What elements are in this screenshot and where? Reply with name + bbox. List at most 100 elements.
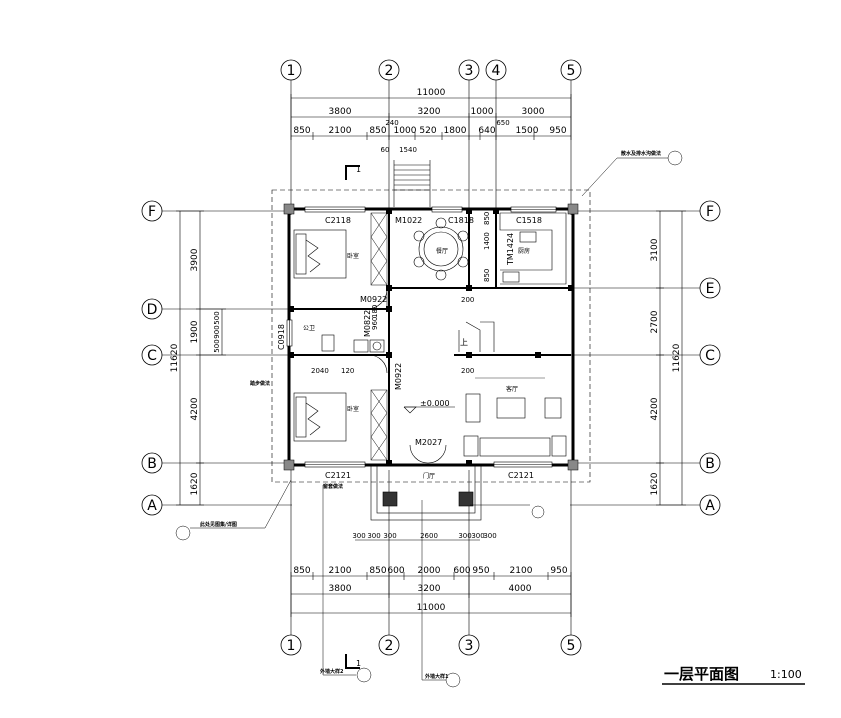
room-dining: 餐厅 [436,247,448,255]
drawing-scale: 1:100 [770,668,802,681]
dim-left-1620: 1620 [190,472,200,495]
label-c1518: C1518 [516,216,542,225]
dim-top-650: 650 [496,119,509,127]
dim-top-1500: 1500 [516,126,539,136]
dim-top-2100: 2100 [329,126,352,136]
dim-bottom-2100b: 2100 [510,566,533,576]
note-drainage: 散水及排水沟做法 [621,150,661,157]
dim-top-60: 60 [381,146,390,154]
dim-top-3800: 3800 [329,107,352,117]
axis-bubbles [141,59,721,656]
exterior-walls [287,207,575,467]
dim-porch-300f: 300 [483,532,496,540]
eave-outline [271,189,591,483]
label-c0918: C0918 [277,324,286,350]
stairs [393,160,495,352]
wardrobes [370,212,388,461]
axis-label-5-bottom: 5 [567,638,576,654]
dim-850-lower: 850 [483,269,491,282]
axis-label-F-left: F [148,204,156,220]
door-swings [366,288,447,464]
dim-2040: 2040 [311,367,329,375]
note-step: 踏步做法 [250,380,270,387]
dim-200-b: 200 [461,367,474,375]
room-bedroom-1: 卧室 [347,252,359,260]
room-toilet: 公卫 [303,325,315,332]
dim-bottom-3800: 3800 [329,584,352,594]
axis-label-1-bottom: 1 [287,638,296,654]
axis-label-5-top: 5 [567,63,576,79]
dim-top-240: 240 [385,119,398,127]
dim-top-1000: 1000 [471,107,494,117]
label-m0922-b: M0922 [394,363,403,390]
axis-label-B-right: B [705,456,715,472]
axis-label-4-top: 4 [492,63,501,79]
dim-left-3900: 3900 [190,248,200,271]
dim-bottom-total: 11000 [417,603,446,613]
dim-left-total: 11620 [170,343,180,372]
dim-bottom-850a: 850 [293,566,310,576]
elevation-label: ±0.000 [420,399,450,408]
note-wall-detail-2: 外墙大样2 [320,668,344,675]
callout-leaders [175,150,683,688]
dim-top-1540: 1540 [399,146,417,154]
left-dimension-lines [176,210,226,506]
dim-left-500a: 500 [213,311,221,324]
dim-top-1800: 1800 [444,126,467,136]
dim-right-3100: 3100 [650,238,660,261]
axis-label-3-bottom: 3 [465,638,474,654]
dim-top-1000b: 1000 [394,126,417,136]
axis-label-A-right: A [705,498,715,514]
room-foyer: 门厅 [423,472,435,480]
label-c1818: C1818 [448,216,474,225]
axis-label-A-left: A [147,498,157,514]
dim-top-850a: 850 [293,126,310,136]
axis-label-C-left: C [147,348,157,364]
dim-left-1900: 1900 [190,320,200,343]
room-bedroom-2: 卧室 [347,405,359,413]
dim-porch-2600: 2600 [420,532,438,540]
axis-label-F-right: F [706,204,714,220]
dim-960: 960 [371,317,379,330]
toilet-fixtures [321,334,385,353]
dim-porch-300d: 300 [458,532,471,540]
corner-columns [283,203,579,471]
dim-porch-300b: 300 [367,532,380,540]
dim-bottom-950a: 950 [472,566,489,576]
label-tm1424: TM1424 [506,233,515,266]
kitchen-counter [499,212,567,285]
section-mark-top: 1 [356,165,361,174]
living-furniture [463,377,567,457]
dim-top-850b: 850 [369,126,386,136]
axis-label-E-right: E [706,281,715,297]
dim-top-3200: 3200 [418,107,441,117]
dim-180: 180 [371,305,379,318]
dim-bottom-2000: 2000 [418,566,441,576]
axis-label-D-left: D [147,302,158,318]
dim-left-500b: 500 [213,339,221,352]
dim-left-900: 900 [213,325,221,338]
room-living: 客厅 [506,385,518,393]
windows [286,206,557,468]
dim-bottom-950b: 950 [550,566,567,576]
dim-bottom-850b: 850 [369,566,386,576]
axis-label-3-top: 3 [465,63,474,79]
top-dimension-lines [290,94,572,140]
dim-top-520: 520 [419,126,436,136]
axis-label-C-right: C [705,348,715,364]
interior-walls [291,211,571,463]
section-mark-bottom: 1 [356,659,361,668]
dim-right-1620: 1620 [650,472,660,495]
dim-right-4200: 4200 [650,397,660,420]
entrance-porch [370,464,482,521]
dim-bottom-4000: 4000 [509,584,532,594]
dim-top-total: 11000 [417,88,446,98]
bottom-dimension-lines [290,539,572,617]
label-m0822: M0822 [363,310,372,337]
axis-label-1-top: 1 [287,63,296,79]
axis-label-2-bottom: 2 [385,638,394,654]
dim-right-2700: 2700 [650,310,660,333]
dim-bottom-2100a: 2100 [329,566,352,576]
section-marks [345,165,360,669]
elevation-marker [403,406,455,414]
